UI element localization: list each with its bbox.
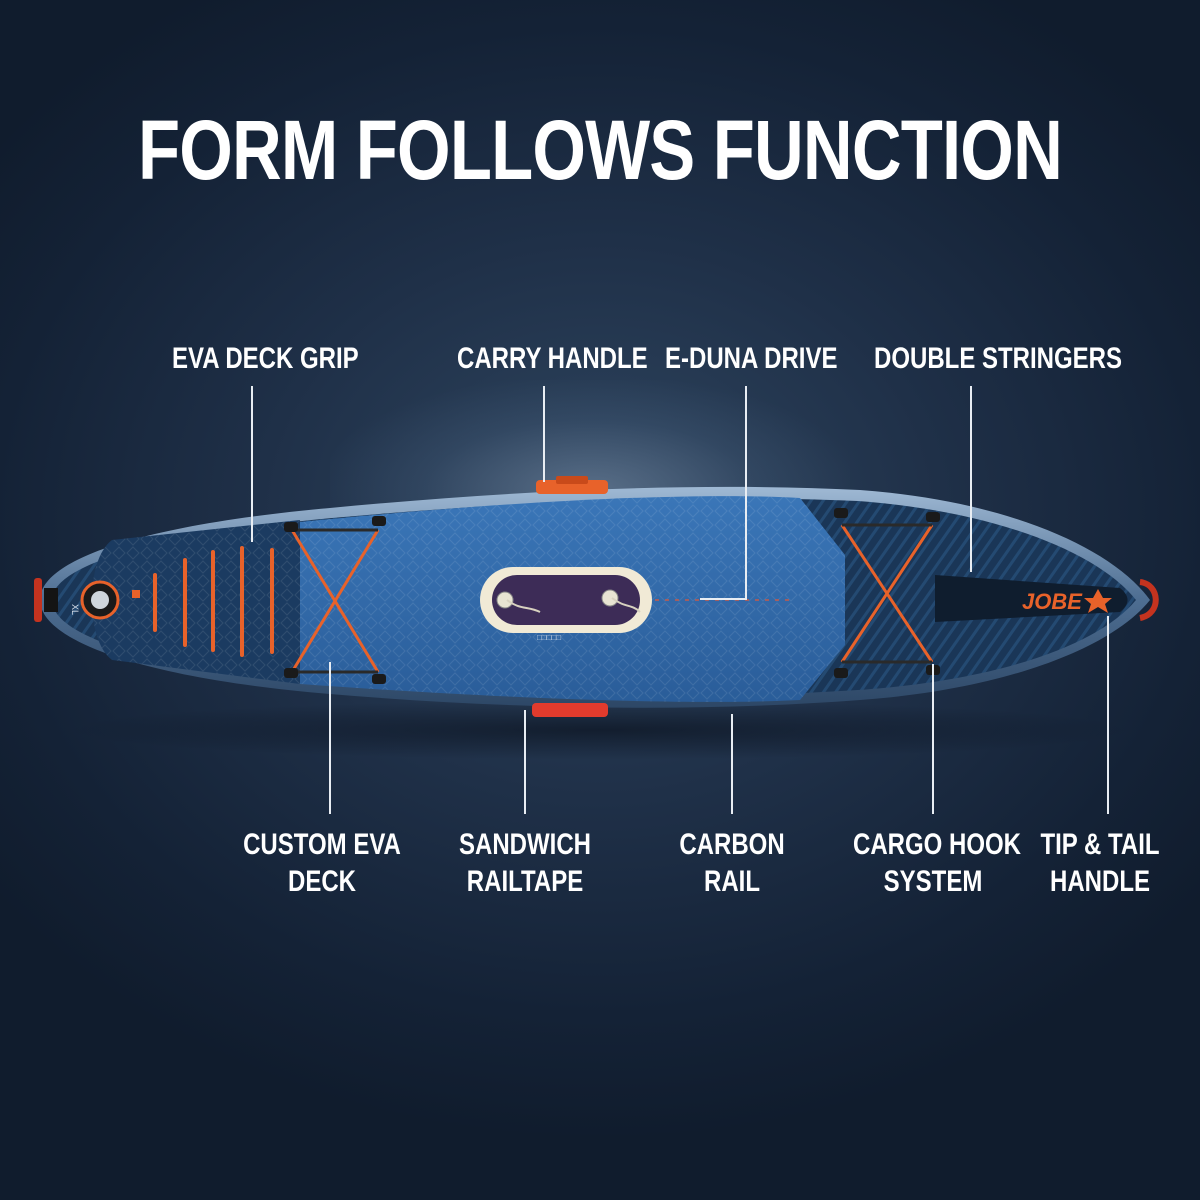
leader-carry-handle [543, 386, 545, 482]
page-title: FORM FOLLOWS FUNCTION [137, 103, 1063, 197]
callout-carry-handle: CARRY HANDLE [457, 342, 648, 375]
leader-carbon-rail [731, 714, 733, 814]
sandwich-railtape-handle [532, 703, 608, 717]
svg-text:JOBE: JOBE [1022, 589, 1083, 614]
leader-eva-deck-grip [251, 386, 253, 542]
double-stringers [935, 575, 1128, 622]
leader-sandwich-railtape [524, 710, 526, 814]
tail-handle [34, 578, 42, 622]
leader-e-duna-drive [745, 386, 747, 600]
tip-handle [1139, 579, 1159, 621]
leader-double-stringers [970, 386, 972, 572]
leader-custom-eva-deck [329, 662, 331, 814]
tail-kick-ridges [153, 546, 274, 657]
carry-handle [536, 480, 608, 494]
svg-text:XL: XL [70, 604, 80, 615]
leader-e-duna-drive-horizontal [700, 598, 746, 600]
svg-text:□□□□□: □□□□□ [537, 634, 561, 643]
callout-e-duna-drive: E-DUNA DRIVE [665, 342, 838, 375]
callout-eva-deck-grip: EVA DECK GRIP [172, 342, 359, 375]
cargo-hook-system [840, 523, 934, 664]
tail-bungee-cargo [290, 528, 380, 674]
leader-cargo-hook-system [932, 664, 934, 814]
model-mark [44, 588, 58, 612]
leader-tip-tail-handle [1107, 616, 1109, 814]
e-duna-drive-window: □□□□□ [480, 567, 652, 643]
tail-valve-plug [80, 580, 120, 620]
jobe-logo: JOBE [1022, 589, 1112, 614]
